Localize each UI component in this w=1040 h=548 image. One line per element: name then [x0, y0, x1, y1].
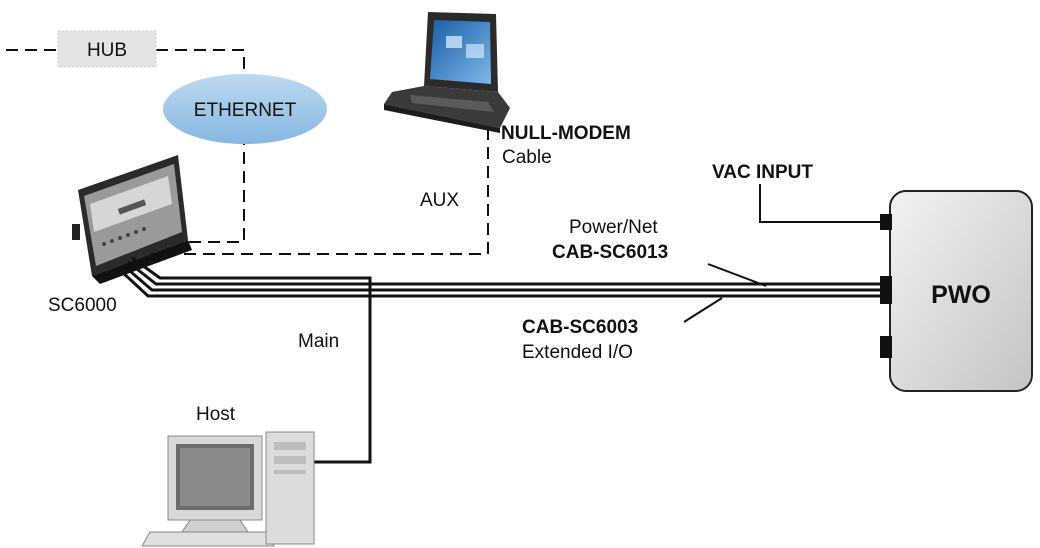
hub-to-sc6000-dash — [156, 49, 245, 243]
main-label: Main — [298, 331, 339, 352]
aux-null-modem-dash — [150, 128, 489, 255]
cable-middle — [123, 264, 888, 292]
desktop-computer-icon — [141, 431, 315, 547]
pwo-box: PWO — [880, 190, 1033, 392]
pwo-connector-aux — [880, 336, 892, 358]
cable-extended-io — [118, 268, 888, 298]
diagram-labels: SC6000 NULL-MODEM Cable AUX VAC INPUT Po… — [48, 123, 813, 425]
cable-label: Cable — [502, 147, 552, 168]
ethernet-label: ETHERNET — [194, 100, 297, 121]
cable-main — [131, 256, 372, 464]
pwo-connector-vac — [880, 214, 892, 230]
pwo-label: PWO — [931, 281, 991, 309]
solid-cables — [118, 184, 888, 464]
pointer-cab-sc6013 — [707, 263, 767, 287]
host-label: Host — [196, 404, 236, 425]
hub-label: HUB — [87, 40, 127, 61]
ethernet-cloud: ETHERNET — [163, 74, 327, 144]
hub-box: HUB — [57, 30, 157, 68]
aux-label: AUX — [420, 190, 459, 211]
cable-power-net — [127, 260, 888, 286]
dashed-network-lines — [6, 49, 489, 255]
vac-input-label: VAC INPUT — [712, 162, 813, 183]
sc6000-controller-icon — [72, 155, 192, 284]
pointer-cab-sc6003 — [683, 297, 723, 323]
cable-vac-input — [759, 184, 888, 223]
power-net-label: Power/Net — [569, 217, 658, 238]
null-modem-label: NULL-MODEM — [501, 123, 631, 144]
extended-io-label: Extended I/O — [522, 342, 633, 363]
cab-sc6013-label: CAB-SC6013 — [552, 242, 668, 263]
sc6000-label: SC6000 — [48, 295, 117, 316]
cab-sc6003-label: CAB-SC6003 — [522, 317, 638, 338]
laptop-icon — [384, 12, 510, 133]
pwo-connector-cables — [880, 276, 892, 304]
